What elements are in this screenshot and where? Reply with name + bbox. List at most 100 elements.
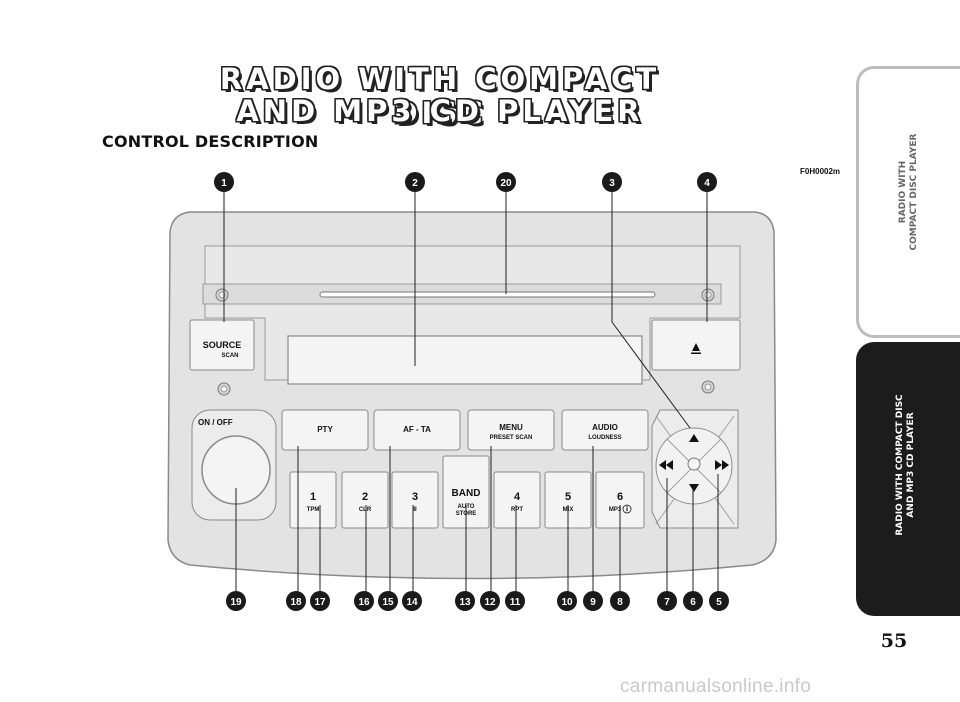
callout-12: 12: [480, 591, 500, 611]
af-ta-button[interactable]: AF - TA: [373, 409, 461, 451]
figure-code: F0H0002m: [800, 167, 841, 176]
callout-14: 14: [402, 591, 422, 611]
info-icon: [622, 504, 632, 514]
callout-9: 9: [583, 591, 603, 611]
callout-19: 19: [226, 591, 246, 611]
callout-20-number: 20: [500, 178, 512, 189]
callout-14-number: 14: [406, 597, 418, 608]
callout-3-number: 3: [609, 178, 615, 189]
leader-lines: [223, 192, 719, 592]
callout-2: 2: [405, 172, 425, 192]
preset-6-number: 6: [617, 491, 623, 503]
scan-label: SCAN: [221, 353, 238, 359]
pty-button[interactable]: PTY: [281, 409, 369, 451]
preset-3-number: 3: [412, 491, 418, 503]
source-label: SOURCE: [203, 340, 242, 350]
callout-4: 4: [697, 172, 717, 192]
screw-mid-left: [217, 382, 231, 396]
nav-down-button[interactable]: [689, 484, 699, 492]
preset-6-button[interactable]: 6 MP3: [595, 471, 645, 529]
callout-6-number: 6: [690, 597, 696, 608]
screw-mid-right: [701, 380, 715, 394]
callout-9-number: 9: [590, 597, 596, 608]
screw-top-right: [701, 288, 715, 302]
preset-3-button[interactable]: 3 II: [391, 471, 439, 529]
callout-13-number: 13: [459, 597, 471, 608]
callout-1: 1: [214, 172, 234, 192]
callout-15: 15: [378, 591, 398, 611]
fast-forward-icon: [715, 460, 729, 470]
callout-7: 7: [657, 591, 677, 611]
on-off-knob[interactable]: [191, 409, 277, 521]
callout-1-number: 1: [221, 178, 227, 189]
up-arrow-icon: [689, 434, 699, 442]
preset-1-sub: TPM: [307, 507, 320, 513]
preset-4-sub: RPT: [511, 507, 523, 513]
preset-1-button[interactable]: 1 TPM: [289, 471, 337, 529]
callout-15-number: 15: [382, 597, 394, 608]
preset-5-number: 5: [565, 491, 571, 503]
callout-2-number: 2: [412, 178, 418, 189]
preset-2-button[interactable]: 2 CLR: [341, 471, 389, 529]
side-tab-section[interactable]: RADIO WITH COMPACT DISC AND MP3 CD PLAYE…: [856, 342, 960, 616]
on-off-label: ON / OFF: [198, 418, 233, 427]
callout-16-number: 16: [358, 597, 370, 608]
nav-center-button[interactable]: [687, 457, 701, 471]
callout-17: 17: [310, 591, 330, 611]
audio-button[interactable]: AUDIO LOUDNESS: [561, 409, 649, 451]
down-arrow-icon: [689, 484, 699, 492]
leader-3: [611, 192, 691, 429]
audio-label: AUDIO: [592, 423, 618, 432]
callout-18-number: 18: [290, 597, 302, 608]
callout-19-number: 19: [230, 597, 242, 608]
callout-13: 13: [455, 591, 475, 611]
preset-2-number: 2: [362, 491, 368, 503]
callout-10: 10: [557, 591, 577, 611]
section-heading: CONTROL DESCRIPTION: [102, 132, 319, 151]
source-scan-button[interactable]: SOURCE SCAN: [189, 319, 255, 371]
nav-fast-forward-button[interactable]: [715, 460, 729, 470]
preset-scan-label: PRESET SCAN: [490, 435, 533, 441]
cd-slot[interactable]: [319, 291, 656, 298]
preset-3-sub: II: [413, 507, 417, 513]
af-ta-label: AF - TA: [403, 425, 431, 434]
callout-17-number: 17: [314, 597, 326, 608]
menu-label: MENU: [499, 423, 523, 432]
callout-12-number: 12: [484, 597, 496, 608]
display-screen: [287, 335, 643, 385]
title-line-2: AND MP3 CD PLAYER: [236, 94, 644, 128]
band-label: BAND: [452, 488, 481, 499]
pty-label: PTY: [317, 425, 333, 434]
callout-11: 11: [505, 591, 525, 611]
callout-5: 5: [709, 591, 729, 611]
preset-4-number: 4: [514, 491, 521, 503]
callout-16: 16: [354, 591, 374, 611]
page-number: 55: [880, 630, 908, 652]
callout-5-number: 5: [716, 597, 722, 608]
preset-4-button[interactable]: 4 RPT: [493, 471, 541, 529]
eject-icon: [691, 343, 701, 354]
callout-20: 20: [496, 172, 516, 192]
callout-3: 3: [602, 172, 622, 192]
loudness-label: LOUDNESS: [588, 435, 621, 441]
watermark: carmanualsonline.info: [620, 676, 812, 697]
nav-rewind-button[interactable]: [659, 460, 673, 470]
callout-10-number: 10: [561, 597, 573, 608]
title-line-1: RADIO WITH COMPACT DISC: [219, 62, 661, 130]
callout-11-number: 11: [510, 597, 521, 608]
callout-4-number: 4: [704, 178, 710, 189]
eject-button[interactable]: [651, 319, 741, 371]
preset-2-sub: CLR: [359, 507, 372, 513]
screw-top-left: [215, 288, 229, 302]
callout-8: 8: [610, 591, 630, 611]
callout-8-number: 8: [617, 597, 623, 608]
callout-6: 6: [683, 591, 703, 611]
rewind-icon: [659, 460, 673, 470]
callout-7-number: 7: [664, 597, 670, 608]
nav-up-button[interactable]: [689, 434, 699, 442]
menu-button[interactable]: MENU PRESET SCAN: [467, 409, 555, 451]
side-tab-chapter[interactable]: RADIO WITH COMPACT DISC PLAYER: [856, 66, 960, 338]
preset-1-number: 1: [310, 491, 316, 503]
callout-18: 18: [286, 591, 306, 611]
